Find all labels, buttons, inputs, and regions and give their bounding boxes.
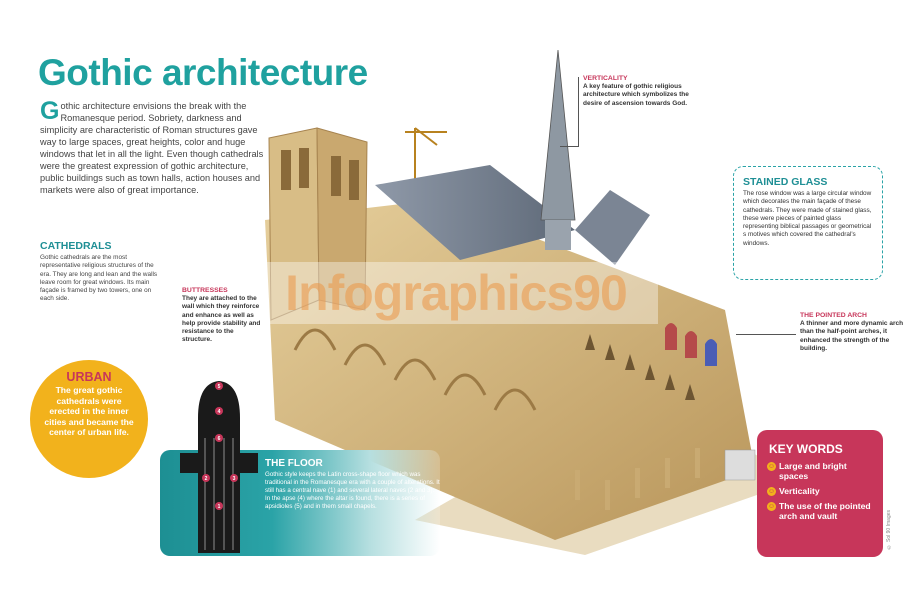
buttresses-title: BUTTRESSES bbox=[182, 287, 228, 294]
buttresses-callout: BUTTRESSES They are attached to the wall… bbox=[182, 287, 262, 345]
verticality-text: A key feature of gothic religious archit… bbox=[583, 83, 689, 107]
transept-roof bbox=[575, 190, 650, 265]
spire bbox=[540, 50, 576, 221]
plan-marker-4 bbox=[215, 407, 223, 415]
plan-number-5: 5 bbox=[218, 384, 221, 390]
key-words-box: KEY WORDS ☺Large and bright spaces ☺Vert… bbox=[757, 430, 883, 557]
stained-glass-text: The rose window was a large circular win… bbox=[743, 190, 872, 247]
image-credit: © Sol 90 Images bbox=[886, 510, 892, 550]
plan-marker-6 bbox=[215, 434, 223, 442]
plan-number-6: 6 bbox=[218, 436, 221, 442]
cathedrals-title: CATHEDRALS bbox=[40, 240, 112, 252]
nave-windows bbox=[585, 334, 695, 400]
buttresses bbox=[293, 328, 537, 411]
intro-text: othic architecture envisions the break w… bbox=[40, 101, 264, 195]
plan-marker-1 bbox=[215, 502, 223, 510]
key-word-bullet-icon: ☺ bbox=[767, 502, 776, 511]
pointed-arch-text: A thinner and more dynamic arch than the… bbox=[800, 320, 904, 352]
key-word-item: ☺The use of the pointed arch and vault bbox=[767, 501, 877, 521]
stained-glass-title: STAINED GLASS bbox=[743, 176, 828, 188]
floor-title: THE FLOOR bbox=[265, 458, 323, 469]
plan-number-4: 4 bbox=[218, 409, 221, 415]
stained-glass-windows bbox=[665, 323, 717, 366]
stained-glass-box: STAINED GLASS The rose window was a larg… bbox=[733, 166, 883, 280]
verticality-leader-h bbox=[560, 146, 579, 147]
plan-marker-2 bbox=[202, 474, 210, 482]
cathedrals-section: CATHEDRALS Gothic cathedrals are the mos… bbox=[40, 240, 160, 304]
key-word-bullet-icon: ☺ bbox=[767, 487, 776, 496]
interior-columns bbox=[575, 448, 700, 510]
cathedrals-text: Gothic cathedrals are the most represent… bbox=[40, 254, 158, 303]
key-word-item: ☺Verticality bbox=[767, 486, 877, 496]
key-word-text: The use of the pointed arch and vault bbox=[779, 501, 871, 521]
floor-text: Gothic style keeps the Latin cross-shape… bbox=[265, 471, 440, 510]
verticality-title: VERTICALITY bbox=[583, 75, 628, 82]
pointed-arch-title: THE POINTED ARCH bbox=[800, 312, 867, 319]
urban-badge: URBAN The great gothic cathedrals were e… bbox=[30, 360, 148, 478]
plan-number-3: 3 bbox=[233, 476, 236, 482]
key-words-title: KEY WORDS bbox=[769, 442, 843, 456]
key-word-text: Verticality bbox=[779, 486, 820, 496]
urban-title: URBAN bbox=[66, 370, 112, 384]
plan-number-2: 2 bbox=[205, 476, 208, 482]
key-word-item: ☺Large and bright spaces bbox=[767, 461, 877, 481]
floor-section: THE FLOOR Gothic style keeps the Latin c… bbox=[265, 458, 440, 511]
pointed-arch-leader bbox=[736, 334, 796, 335]
checkered-floor bbox=[724, 449, 756, 481]
pointed-arch-callout: THE POINTED ARCH A thinner and more dyna… bbox=[800, 312, 905, 353]
buttresses-text: They are attached to the wall which they… bbox=[182, 295, 261, 344]
key-word-bullet-icon: ☺ bbox=[767, 462, 776, 471]
page-title: Gothic architecture bbox=[38, 52, 368, 93]
verticality-leader bbox=[578, 77, 579, 147]
plan-marker-3 bbox=[230, 474, 238, 482]
floor-plan-diagram: 1 2 3 4 5 6 bbox=[180, 381, 258, 553]
intro-dropcap: G bbox=[40, 97, 60, 125]
plan-number-1: 1 bbox=[218, 504, 221, 510]
plan-marker-5 bbox=[215, 382, 223, 390]
verticality-callout: VERTICALITY A key feature of gothic reli… bbox=[583, 75, 701, 108]
watermark: Infographics90 bbox=[254, 262, 658, 324]
nave-roof bbox=[375, 165, 575, 260]
urban-text: The great gothic cathedrals were erected… bbox=[44, 385, 134, 437]
key-word-text: Large and bright spaces bbox=[779, 461, 847, 481]
